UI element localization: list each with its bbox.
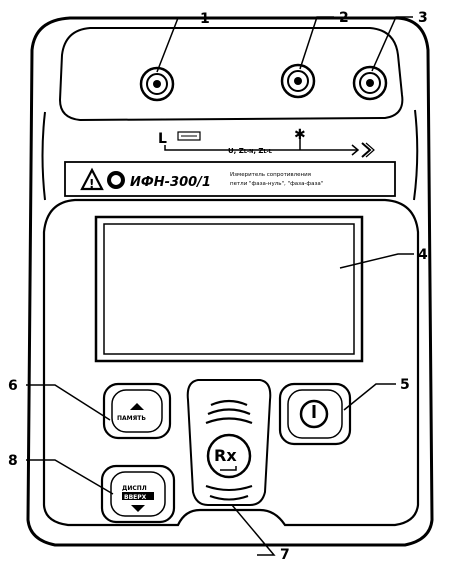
callout-6: 6	[8, 378, 18, 394]
description-line-2: петли "фаза-нуль", "фаза-фаза"	[230, 181, 323, 187]
leader-lines	[26, 16, 414, 556]
shoulder-line	[41, 109, 419, 201]
callout-8: 8	[8, 453, 18, 469]
terminal-markings: L U, ZL-N, ZL-L ✱	[158, 127, 375, 158]
warning-triangle-icon	[80, 167, 104, 191]
callout-1: 1	[200, 11, 210, 27]
signal-waves-icon	[205, 399, 253, 425]
display-button-label-2: ВВЕРХ	[124, 494, 147, 501]
arrow-up-icon	[130, 403, 144, 410]
display-up-button[interactable]: ДИСПЛ ВВЕРХ	[100, 464, 176, 524]
power-button[interactable]	[278, 382, 352, 446]
callout-2: 2	[339, 10, 349, 26]
callout-4: 4	[418, 247, 428, 263]
socket-2	[280, 63, 316, 99]
display-button-label-1: ДИСПЛ	[122, 485, 147, 492]
callout-3: 3	[418, 10, 428, 26]
measure-rx-button[interactable]: Rx	[186, 379, 272, 506]
model-plate: ! ИФН-300/1 Измеритель сопротивления пет…	[64, 161, 396, 197]
callout-5: 5	[400, 377, 410, 393]
socket-1	[139, 66, 175, 102]
socket-3	[352, 65, 388, 101]
description-line-1: Измеритель сопротивления	[230, 172, 311, 178]
memory-button-label: ПАМЯТЬ	[117, 415, 146, 422]
top-bezel	[58, 27, 404, 122]
arrow-down-icon	[131, 505, 145, 512]
svg-text:!: !	[89, 177, 94, 191]
callout-7: 7	[280, 547, 290, 562]
lcd-display	[94, 215, 364, 363]
memory-button[interactable]: ПАМЯТЬ	[102, 382, 172, 440]
model-name: ИФН-300/1	[130, 175, 211, 190]
u-z-ln-label: U, ZL-N, ZL-L	[228, 147, 273, 155]
asterisk-icon: ✱	[294, 127, 306, 143]
l-mark: L	[158, 131, 167, 147]
rx-label: Rx	[214, 446, 237, 465]
probe-arrow-icon	[351, 144, 360, 156]
